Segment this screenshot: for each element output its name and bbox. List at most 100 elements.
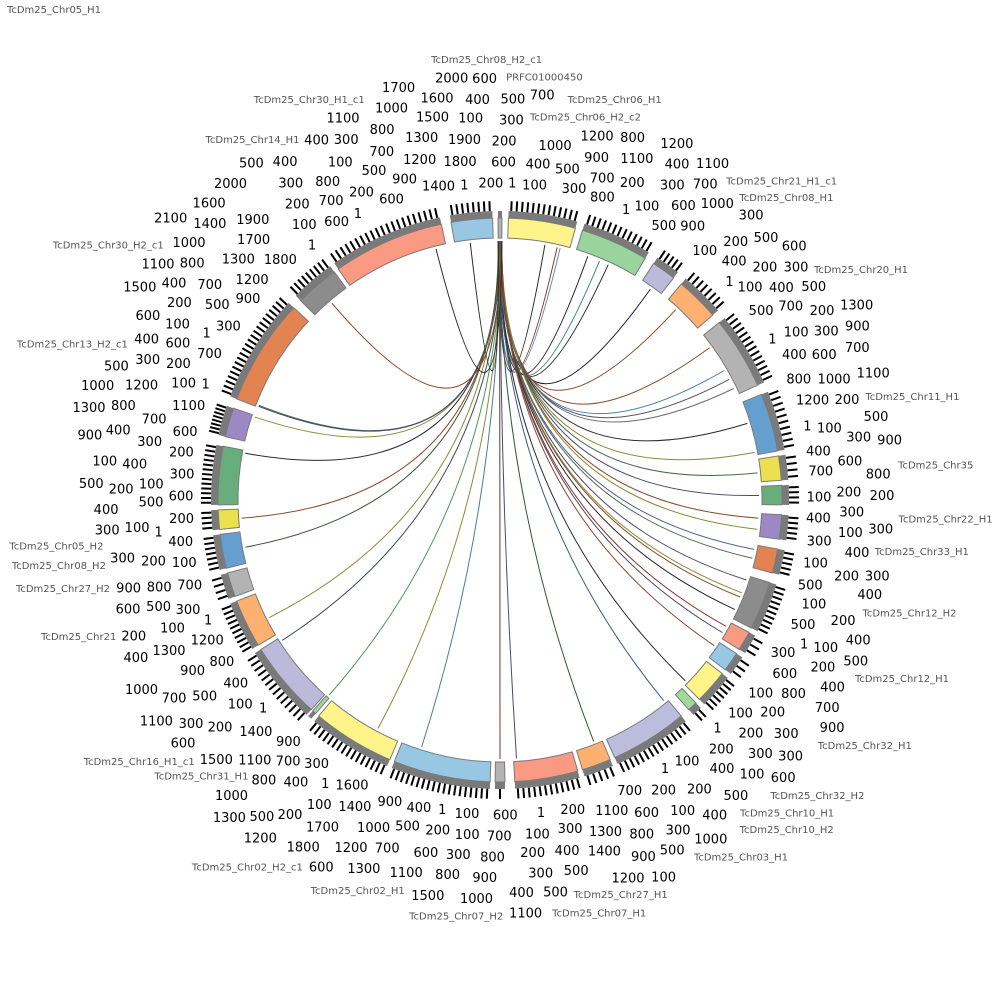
axis-tick [206, 556, 218, 561]
axis-tick [212, 414, 224, 420]
axis-tick [515, 201, 519, 212]
axis-tick [271, 305, 281, 314]
tick-label: 200 [760, 706, 785, 721]
tick-label: 300 [278, 177, 303, 192]
tick-label: 100 [328, 155, 353, 170]
sector-tcdm25-chr13-h2-c1[interactable] [208, 403, 253, 442]
sector-tcdm25-chr05-h2[interactable] [201, 508, 240, 531]
sector-tcdm25-chr31-h1[interactable] [308, 695, 330, 719]
sector-tcdm25-chr27-h1[interactable] [575, 740, 615, 786]
tick-label: 1500 [200, 753, 233, 768]
sector-tcdm25-chr35[interactable] [758, 454, 799, 483]
axis-tick [787, 468, 798, 472]
sector-tcdm25-chr32-h1[interactable] [721, 622, 763, 657]
axis-tick [652, 744, 660, 755]
axis-tick [670, 732, 678, 742]
tick-label: 400 [509, 886, 534, 901]
tick-label: 600 [116, 603, 141, 618]
tick-label: 600 [309, 860, 334, 875]
sector-tcdm25-chr30-h2-c1[interactable] [221, 297, 310, 407]
sector-name-label: TcDm25_Chr06_H1 [567, 95, 662, 106]
axis-tick [552, 206, 557, 217]
axis-tick [764, 614, 775, 621]
tick-label: 900 [680, 220, 705, 235]
sector-tcdm25-chr16-h1-c1[interactable] [247, 638, 326, 721]
axis-tick [225, 614, 236, 621]
sector-tcdm25-chr10-h2[interactable] [674, 687, 707, 722]
axis-tick [211, 576, 222, 582]
axis-tick [275, 301, 285, 310]
sector-tcdm25-chr06-h1[interactable] [575, 214, 653, 277]
tick-label: 300 [558, 822, 583, 837]
sector-tcdm25-chr12-h1[interactable] [732, 575, 786, 635]
sector-name-label: TcDm25_Chr20_H1 [813, 265, 908, 276]
tick-label: 200 [166, 357, 191, 372]
sector-tcdm25-chr02-h1[interactable] [389, 742, 492, 799]
axis-tick [542, 204, 546, 215]
axis-tick [257, 669, 267, 677]
axis-tick [766, 609, 777, 616]
tick-label: 500 [798, 579, 823, 594]
sector-axis-track [719, 318, 765, 386]
sector-band [497, 217, 503, 239]
sector-band [299, 271, 347, 316]
sector-tcdm25-chr14-h1[interactable] [289, 259, 347, 316]
tick-label: 100 [692, 244, 717, 259]
sector-tcdm25-chr21[interactable] [221, 593, 277, 653]
axis-tick [698, 708, 707, 718]
sector-tcdm25-chr11-h1[interactable] [742, 389, 795, 456]
sector-axis-track [688, 702, 701, 715]
tick-label: 1100 [238, 753, 271, 768]
tick-label: 1000 [215, 789, 248, 804]
axis-tick [234, 632, 245, 639]
link-ribbon [499, 240, 517, 759]
sector-name-label: TcDm25_Chr13_H2_c1 [16, 339, 128, 350]
axis-tick [628, 757, 636, 768]
axis-tick [647, 747, 655, 757]
sector-tcdm25-chr12-h2[interactable] [752, 544, 795, 576]
sector-tcdm25-chr21-h1-c1[interactable] [667, 272, 725, 329]
sector-tcdm25-chr08-h1[interactable] [642, 250, 683, 295]
axis-tick [711, 296, 721, 305]
axis-tick [227, 618, 238, 625]
axis-tick [326, 735, 335, 745]
sector-tcdm25-chr05-h1[interactable] [201, 444, 244, 506]
sector-prfc01000450[interactable] [497, 211, 503, 239]
sector-tcdm25-chr08-h2[interactable] [203, 531, 247, 571]
sector-tcdm25-chr07-h2[interactable] [494, 761, 506, 799]
tick-label: 700 [693, 177, 718, 192]
sector-tcdm25-chr20-h1[interactable] [702, 313, 773, 395]
tick-label: 600 [634, 806, 659, 821]
sector-tcdm25-chr02-h2-c1[interactable] [309, 699, 399, 775]
axis-tick [247, 654, 257, 662]
tick-label: 500 [864, 410, 889, 425]
sector-tcdm25-chr07-h1[interactable] [513, 751, 581, 799]
tick-label: 1 [800, 638, 808, 653]
sector-tcdm25-chr22-h1[interactable] [758, 513, 799, 541]
tick-label: 200 [109, 483, 134, 498]
sector-tcdm25-chr08-h2-c1[interactable] [449, 201, 494, 243]
tick-label: 300 [771, 646, 796, 661]
sector-tcdm25-chr30-h1-c1[interactable] [330, 207, 447, 287]
sector-tcdm25-chr10-h1[interactable] [684, 660, 735, 711]
sector-band [742, 393, 779, 456]
axis-tick [253, 329, 263, 338]
sector-name-label: TcDm25_Chr02_H1 [310, 886, 405, 897]
sector-tcdm25-chr03-h1[interactable] [605, 699, 691, 773]
axis-tick [786, 536, 797, 541]
tick-label: 1200 [796, 393, 829, 408]
sector-name-label: TcDm25_Chr08_H2_c1 [430, 55, 542, 66]
sector-tcdm25-chr27-h2[interactable] [211, 567, 255, 601]
sector-tcdm25-chr33-h1[interactable] [761, 484, 799, 506]
axis-tick [565, 781, 570, 792]
axis-tick [675, 262, 683, 272]
axis-tick [231, 628, 242, 635]
sector-tcdm25-chr32-h2[interactable] [708, 642, 750, 678]
axis-tick [201, 521, 212, 525]
sector-band [684, 660, 723, 701]
sector-tcdm25-chr06-h2-c2[interactable] [507, 201, 579, 249]
axis-tick [297, 278, 306, 288]
tick-label: 200 [834, 569, 859, 584]
axis-tick [568, 209, 573, 220]
